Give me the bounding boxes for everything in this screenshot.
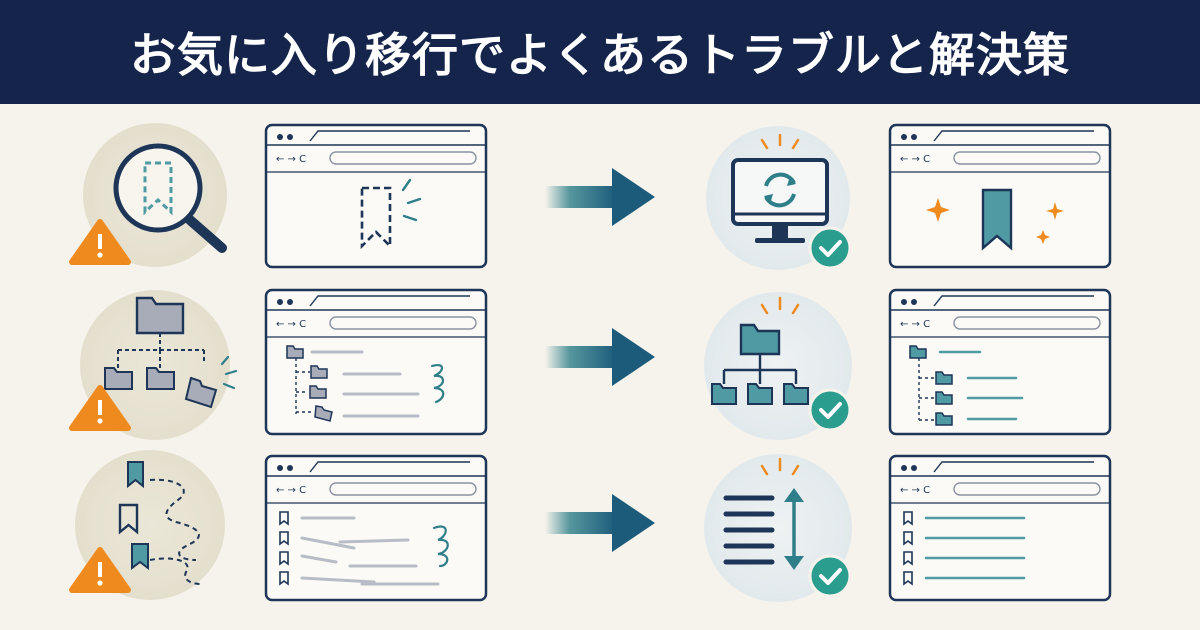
after-browser-window: ← → C bbox=[888, 123, 1112, 269]
warning-icon bbox=[69, 547, 131, 593]
problem-bg-circle bbox=[80, 290, 230, 440]
warning-icon bbox=[69, 219, 131, 265]
missing-bookmark-icon bbox=[360, 186, 392, 250]
organized-folder-tree-icon bbox=[711, 296, 809, 405]
svg-text:← → C: ← → C bbox=[276, 485, 306, 496]
sparkle-icon bbox=[1046, 202, 1064, 220]
sorted-list-icon bbox=[723, 457, 804, 570]
row-3: ← → C bbox=[69, 450, 1112, 602]
monitor-sync-icon bbox=[731, 133, 829, 243]
check-icon bbox=[808, 554, 852, 598]
restored-bookmark-icon bbox=[981, 188, 1013, 251]
svg-text:← → C: ← → C bbox=[276, 319, 306, 330]
before-browser-window: ← → C bbox=[264, 454, 488, 602]
scattered-bookmarks-icon bbox=[118, 461, 201, 585]
svg-text:← → C: ← → C bbox=[900, 154, 930, 165]
warning-icon bbox=[69, 385, 131, 431]
page-title: お気に入り移行でよくあるトラブルと解決策 bbox=[130, 28, 1070, 82]
sparkle-icon bbox=[1036, 230, 1050, 244]
row-2: ← → C bbox=[69, 288, 1112, 440]
arrow-right-icon bbox=[545, 328, 655, 386]
arrow-right-icon bbox=[545, 494, 655, 552]
arrow-right-icon bbox=[545, 168, 655, 226]
broken-folder-tree-icon bbox=[104, 296, 238, 409]
svg-text:← → C: ← → C bbox=[276, 154, 306, 165]
scribble-icon bbox=[430, 364, 445, 404]
scribble-icon bbox=[432, 525, 449, 568]
sparkle-icon bbox=[926, 198, 950, 222]
problem-bg-circle bbox=[75, 450, 225, 600]
after-browser-window: ← → C bbox=[888, 454, 1112, 602]
header-bar: お気に入り移行でよくあるトラブルと解決策 bbox=[0, 0, 1200, 104]
svg-text:← → C: ← → C bbox=[900, 485, 930, 496]
before-browser-window: ← → C bbox=[264, 288, 488, 436]
magnifier-missing-bookmark-icon bbox=[113, 143, 227, 253]
check-icon bbox=[808, 388, 852, 432]
after-browser-window: ← → C bbox=[888, 288, 1112, 436]
check-icon bbox=[808, 226, 852, 270]
svg-text:← → C: ← → C bbox=[900, 319, 930, 330]
before-browser-window: ← → C bbox=[264, 123, 488, 269]
troubleshooting-illustration: ← → C bbox=[0, 104, 1200, 630]
row-1: ← → C bbox=[69, 123, 1112, 270]
